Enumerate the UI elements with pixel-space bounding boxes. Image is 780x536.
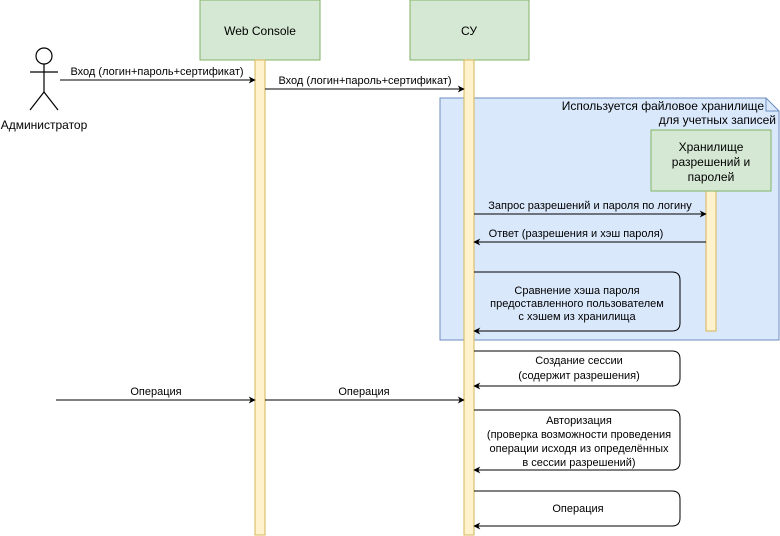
actor-head-icon [35,47,53,65]
web-console-lifeline [254,59,266,536]
storage-label-line-1: Хранилище [679,140,744,154]
participant-su-label: СУ [461,24,477,38]
note-line-2: для учетных записей [659,113,776,127]
participant-su: СУ [409,0,530,61]
message-authorization-line-1: Авторизация [546,415,612,427]
actor-administrator: Администратор [1,47,88,132]
participant-web-console: Web Console [199,0,321,61]
message-authorization-line-3: операции исходя из определённых [490,443,669,455]
message-request: Запрос разрешений и пароля по логину [474,200,707,218]
message-operation-2: Операция [265,386,465,404]
message-response-label: Ответ (разрешения и хэш пароля) [489,228,664,240]
message-session-line-1: Создание сессии [535,355,623,367]
message-operation-1-label: Операция [130,386,181,398]
participant-storage: Хранилище разрешений и паролей [650,129,772,192]
note-line-1: Используется файловое хранилище [562,99,765,113]
message-operation-self-label: Операция [552,503,603,515]
message-login-2-label: Вход (логин+пароль+сертификат) [278,75,451,87]
message-compare: Сравнение хэша пароля предоставленного п… [473,271,681,335]
storage-label-line-3: паролей [688,170,735,184]
message-compare-line-3: с хэшем из хранилища [518,311,636,323]
message-compare-line-2: предоставленного пользователем [490,298,664,310]
message-operation-self: Операция [473,490,681,530]
participant-web-console-label: Web Console [224,24,296,38]
message-compare-line-1: Сравнение хэша пароля [514,285,639,297]
message-login-2: Вход (логин+пароль+сертификат) [265,75,465,93]
message-authorization-line-2: (проверка возможности проведения [487,429,671,441]
message-operation-1: Операция [56,386,256,404]
su-lifeline [463,59,475,536]
actor-label: Администратор [1,118,88,132]
message-login-1: Вход (логин+пароль+сертификат) [60,66,256,84]
message-operation-2-label: Операция [338,386,389,398]
message-login-1-label: Вход (логин+пароль+сертификат) [70,66,243,78]
storage-lifeline [705,189,717,332]
message-session-line-2: (содержит разрешения) [518,370,640,382]
message-response: Ответ (разрешения и хэш пароля) [473,228,706,246]
storage-label-line-2: разрешений и [672,155,750,169]
message-authorization-line-4: в сессии разрешений) [522,457,635,469]
message-session: Создание сессии (содержит разрешения) [473,350,681,390]
message-request-label: Запрос разрешений и пароля по логину [488,200,692,212]
message-authorization: Авторизация (проверка возможности провед… [473,409,681,474]
